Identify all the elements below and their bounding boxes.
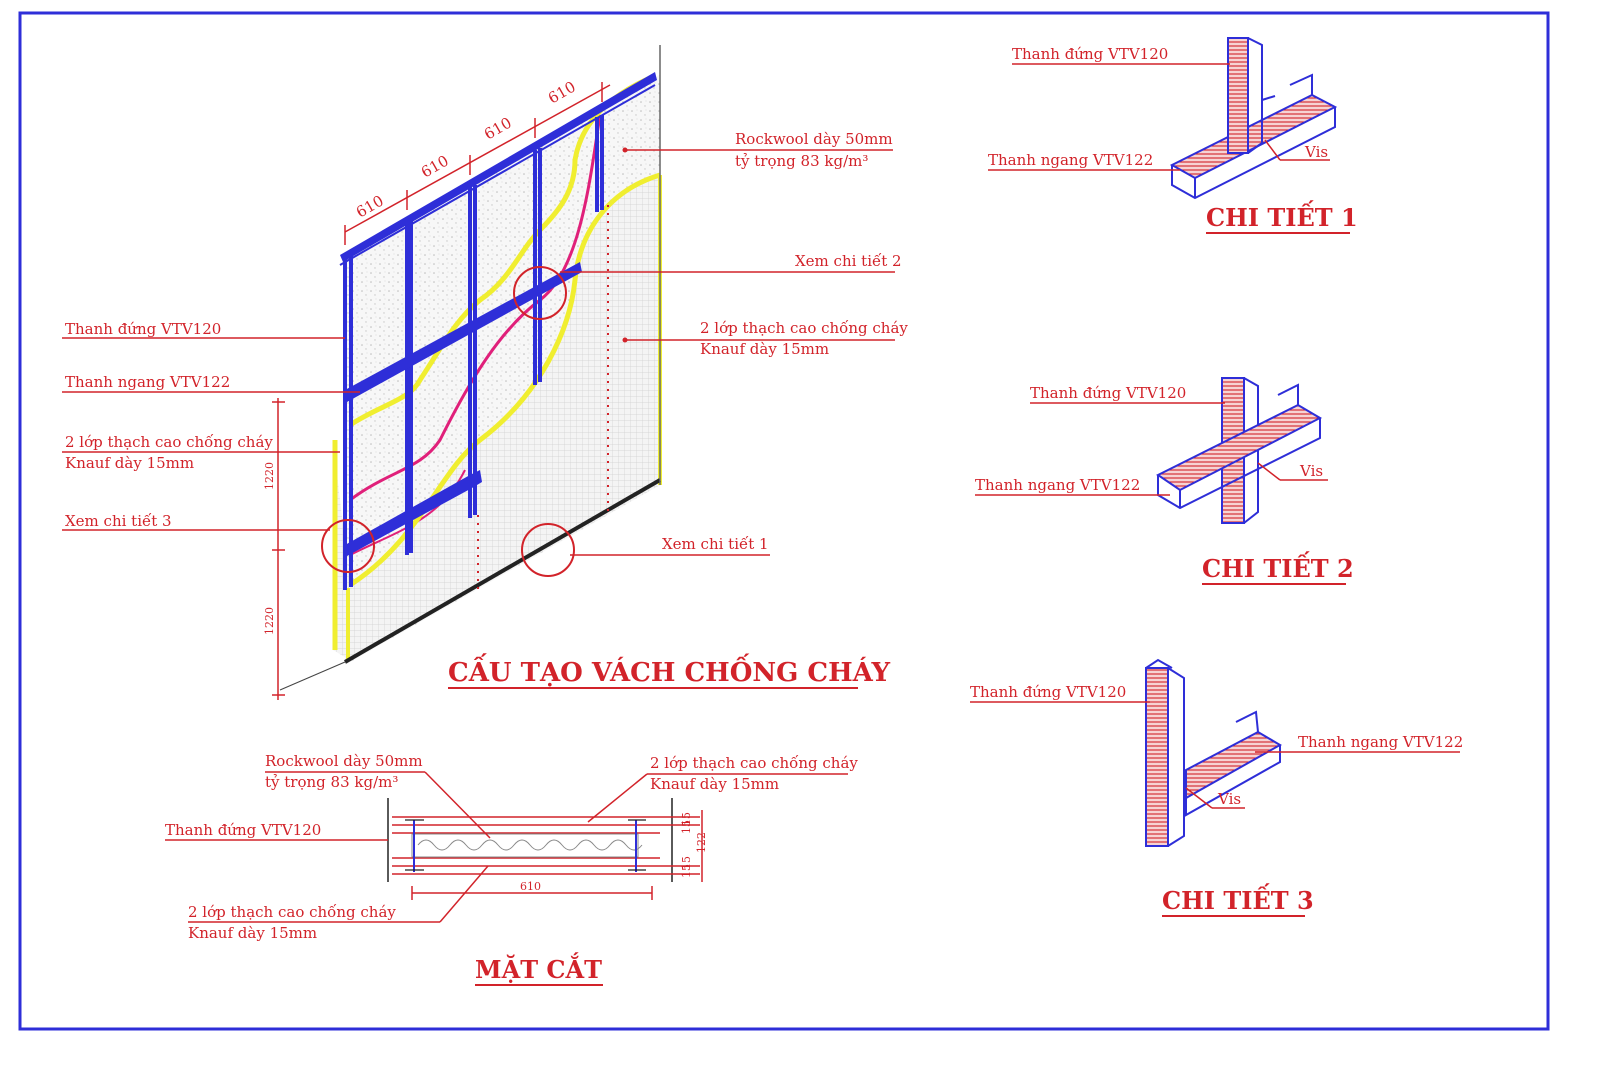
section-rockwool xyxy=(411,833,639,858)
iso-leaders xyxy=(62,149,895,556)
detail-3: Thanh đứng VTV120 Thanh ngang VTV122 Vis… xyxy=(970,658,1463,917)
detail3-track-label: Thanh ngang VTV122 xyxy=(1298,733,1463,751)
section-dim-r4: 15 xyxy=(680,856,693,870)
label-stud: Thanh đứng VTV120 xyxy=(65,320,221,338)
section-label-gypsum-bot-1: 2 lớp thạch cao chống cháy xyxy=(188,903,396,921)
detail2-title: CHI TIẾT 2 xyxy=(1202,551,1354,583)
main-title: CẤU TẠO VÁCH CHỐNG CHÁY xyxy=(448,653,891,688)
label-xem-ct1: Xem chi tiết 1 xyxy=(662,535,769,553)
detail2-stud-label: Thanh đứng VTV120 xyxy=(1030,384,1186,402)
section-dim-r3: 122 xyxy=(695,832,708,853)
sheet-border xyxy=(18,11,1550,1031)
dim-top-4: 610 xyxy=(545,78,579,108)
label-xem-ct3: Xem chi tiết 3 xyxy=(65,512,172,530)
iso-wall-view: 610 610 610 610 1220 1220 Rockwool dày 5… xyxy=(62,45,908,700)
label-gypsum-left-2: Knauf dày 15mm xyxy=(65,454,194,472)
section-rockwool-waves xyxy=(417,839,643,851)
detail-2: Thanh đứng VTV120 Thanh ngang VTV122 Vis… xyxy=(975,377,1354,585)
dim-left-1: 1220 xyxy=(263,462,276,490)
detail1-vis-label: Vis xyxy=(1304,143,1328,161)
label-xem-ct2: Xem chi tiết 2 xyxy=(795,252,902,270)
label-gypsum-right-2: Knauf dày 15mm xyxy=(700,340,829,358)
label-rockwool-2: tỷ trọng 83 kg/m³ xyxy=(735,152,868,170)
detail-circle-3 xyxy=(321,519,375,573)
section-view: 610 15 15 122 15 15 Rockwool dày 50mm tỷ… xyxy=(165,752,858,986)
section-label-rockwool-2: tỷ trọng 83 kg/m³ xyxy=(265,773,398,791)
detail3-vis-label: Vis xyxy=(1217,790,1241,808)
left-dimensions xyxy=(272,398,285,700)
detail3-stud xyxy=(1145,667,1169,847)
label-gypsum-left-1: 2 lớp thạch cao chống cháy xyxy=(65,433,273,451)
dim-left-2: 1220 xyxy=(263,607,276,635)
section-dim-r5: 15 xyxy=(680,864,693,878)
dim-top-2: 610 xyxy=(418,152,452,182)
dim-top-3: 610 xyxy=(481,114,515,144)
section-leaders xyxy=(165,771,848,923)
top-track xyxy=(340,72,657,262)
section-label-rockwool-1: Rockwool dày 50mm xyxy=(265,752,423,770)
section-dim-r2: 15 xyxy=(680,820,693,834)
board-edge-1 xyxy=(348,75,652,428)
noggin-lower xyxy=(345,475,472,556)
section-title: MẶT CẮT xyxy=(475,952,602,984)
label-track: Thanh ngang VTV122 xyxy=(65,373,230,391)
detail1-stud xyxy=(1227,37,1249,154)
section-label-gypsum-top-2: Knauf dày 15mm xyxy=(650,775,779,793)
detail1-track-label: Thanh ngang VTV122 xyxy=(988,151,1153,169)
section-label-stud: Thanh đứng VTV120 xyxy=(165,821,321,839)
detail1-stud-label: Thanh đứng VTV120 xyxy=(1012,45,1168,63)
section-dim-610: 610 xyxy=(520,880,541,893)
section-label-gypsum-top-1: 2 lớp thạch cao chống cháy xyxy=(650,754,858,772)
section-label-gypsum-bot-2: Knauf dày 15mm xyxy=(188,924,317,942)
stud-frame xyxy=(343,115,604,590)
label-gypsum-right-1: 2 lớp thạch cao chống cháy xyxy=(700,319,908,337)
detail1-title: CHI TIẾT 1 xyxy=(1206,200,1358,232)
detail3-title: CHI TIẾT 3 xyxy=(1162,883,1314,915)
detail-1: Thanh đứng VTV120 Thanh ngang VTV122 Vis… xyxy=(988,37,1358,234)
detail-circle-1 xyxy=(521,523,575,577)
noggin-lower-2 xyxy=(470,470,482,488)
section-dim-r1: 15 xyxy=(680,812,693,826)
detail1-track xyxy=(1169,93,1338,180)
detail2-track-label: Thanh ngang VTV122 xyxy=(975,476,1140,494)
gypsum-board-front xyxy=(350,175,660,660)
dim-top-1: 610 xyxy=(353,192,387,222)
detail3-stud-label: Thanh đứng VTV120 xyxy=(970,683,1126,701)
detail-circle-2 xyxy=(513,266,567,320)
noggin-upper xyxy=(345,262,582,402)
detail2-vis-label: Vis xyxy=(1299,462,1323,480)
label-rockwool-1: Rockwool dày 50mm xyxy=(735,130,893,148)
top-dimensions xyxy=(344,82,611,245)
